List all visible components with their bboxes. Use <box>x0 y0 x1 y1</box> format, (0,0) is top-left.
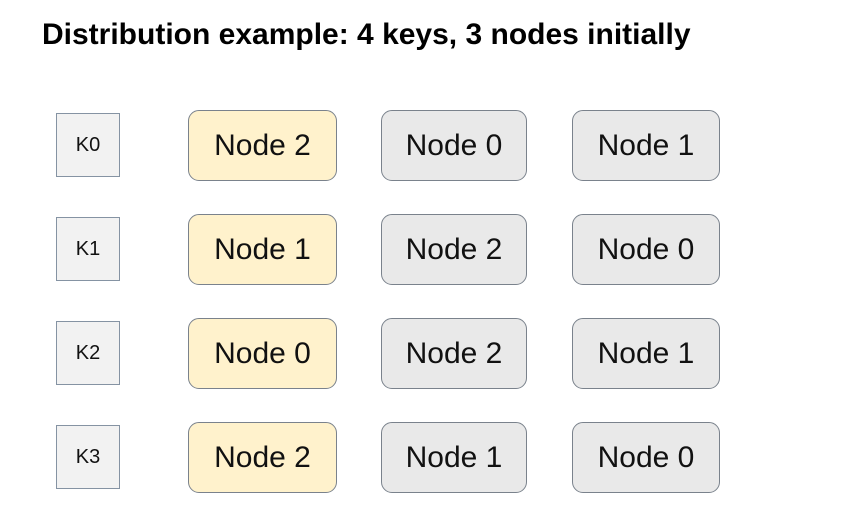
node-label: Node 1 <box>597 128 695 162</box>
key-label: K0 <box>75 133 101 156</box>
node-box: Node 0 <box>572 214 720 285</box>
node-box: Node 2 <box>188 422 337 493</box>
node-label: Node 2 <box>405 336 503 370</box>
node-label: Node 2 <box>214 440 311 474</box>
page-title: Distribution example: 4 keys, 3 nodes in… <box>42 18 691 51</box>
node-box: Node 2 <box>381 318 527 389</box>
node-box: Node 2 <box>188 110 337 181</box>
key-label: K1 <box>75 237 101 260</box>
distribution-row-1: K1 Node 1 Node 2 Node 0 <box>0 214 862 285</box>
key-box: K0 <box>56 113 120 177</box>
node-label: Node 2 <box>405 232 503 266</box>
node-label: Node 2 <box>214 128 311 162</box>
node-box: Node 1 <box>188 214 337 285</box>
distribution-row-3: K3 Node 2 Node 1 Node 0 <box>0 422 862 493</box>
node-box: Node 0 <box>381 110 527 181</box>
node-label: Node 1 <box>405 440 503 474</box>
node-box: Node 0 <box>572 422 720 493</box>
key-label: K2 <box>75 341 101 364</box>
node-label: Node 0 <box>405 128 503 162</box>
key-box: K1 <box>56 217 120 281</box>
distribution-row-0: K0 Node 2 Node 0 Node 1 <box>0 110 862 181</box>
node-label: Node 1 <box>214 232 311 266</box>
node-label: Node 0 <box>597 232 695 266</box>
node-label: Node 1 <box>597 336 695 370</box>
node-label: Node 0 <box>597 440 695 474</box>
node-box: Node 2 <box>381 214 527 285</box>
key-box: K2 <box>56 321 120 385</box>
key-label: K3 <box>75 445 101 468</box>
key-box: K3 <box>56 425 120 489</box>
node-box: Node 1 <box>572 110 720 181</box>
distribution-row-2: K2 Node 0 Node 2 Node 1 <box>0 318 862 389</box>
node-box: Node 0 <box>188 318 337 389</box>
node-box: Node 1 <box>572 318 720 389</box>
node-label: Node 0 <box>214 336 311 370</box>
node-box: Node 1 <box>381 422 527 493</box>
